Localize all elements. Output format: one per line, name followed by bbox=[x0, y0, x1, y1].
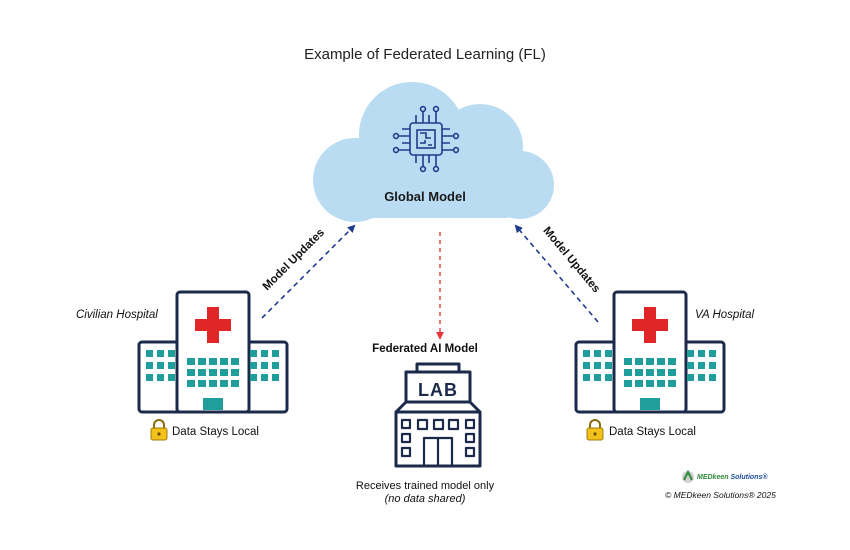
lock-icon bbox=[586, 419, 604, 441]
copyright-text: © MEDkeen Solutions® 2025 bbox=[665, 490, 776, 500]
brand-blue-text: Solutions bbox=[728, 474, 763, 481]
brand-logo-text: MEDkeen Solutions® bbox=[697, 474, 768, 481]
left-arrow-label: Model Updates bbox=[261, 227, 327, 293]
lab-caption: Receives trained model only (no data sha… bbox=[320, 480, 530, 506]
right-arrow-label: Model Updates bbox=[540, 225, 602, 295]
left-data-stays-local: Data Stays Local bbox=[172, 426, 259, 438]
federated-ai-model-label: Federated AI Model bbox=[372, 343, 478, 355]
medkeen-logo-icon bbox=[682, 469, 694, 483]
left-update-arrow bbox=[261, 224, 356, 319]
right-data-stays-local: Data Stays Local bbox=[609, 426, 696, 438]
lab-caption-main: Receives trained model only bbox=[355, 480, 495, 492]
lab-caption-sub: (no data shared) bbox=[384, 493, 466, 505]
brand-mark: ® bbox=[762, 474, 768, 481]
right-update-arrow bbox=[514, 224, 599, 323]
lab-building-icon bbox=[394, 362, 482, 468]
global-model-label: Global Model bbox=[384, 189, 466, 204]
diagram-title: Example of Federated Learning (FL) bbox=[304, 46, 546, 63]
civilian-hospital-icon bbox=[137, 290, 289, 414]
lab-sign: LAB bbox=[418, 380, 458, 400]
va-hospital-icon bbox=[574, 290, 726, 414]
va-hospital-label: VA Hospital bbox=[695, 309, 755, 321]
lock-icon bbox=[150, 419, 168, 441]
ai-chip-icon bbox=[392, 105, 460, 173]
brand-green-text: MEDkeen bbox=[697, 474, 729, 481]
civilian-hospital-label: Civilian Hospital bbox=[76, 309, 158, 321]
